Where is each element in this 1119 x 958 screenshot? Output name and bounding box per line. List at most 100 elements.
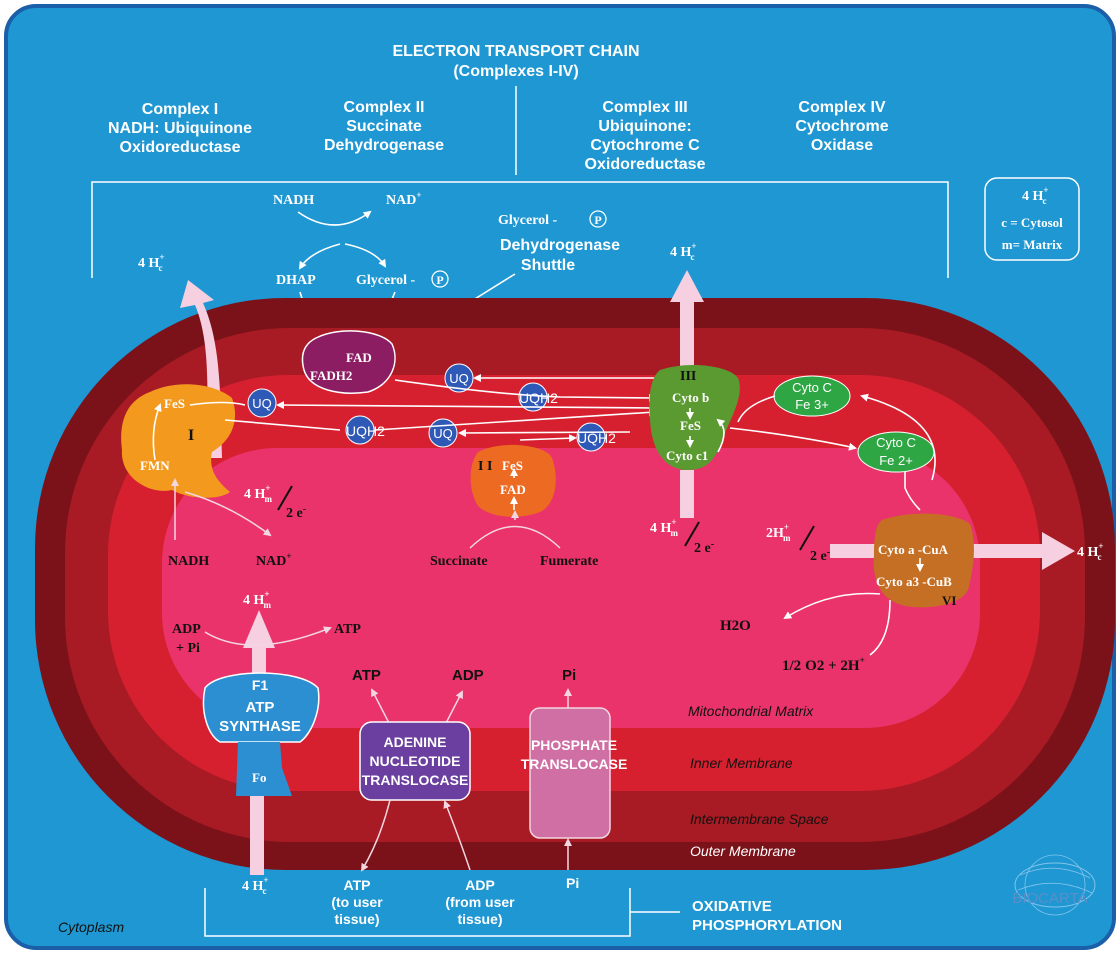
svg-text:Glycerol -: Glycerol - [356, 273, 416, 288]
succinate-label: Succinate [430, 554, 488, 569]
complex-iii-header: Complex III Ubiquinone: Cytochrome C Oxi… [585, 99, 706, 173]
atp-product-label: ATP [334, 622, 361, 637]
svg-text:(to user: (to user [331, 894, 383, 910]
svg-text:Cytochrome C: Cytochrome C [590, 137, 700, 154]
svg-text:Shuttle: Shuttle [521, 257, 575, 274]
pt-pi-label: Pi [562, 667, 576, 684]
svg-text:F1: F1 [252, 677, 269, 693]
svg-text:ADENINE: ADENINE [383, 734, 446, 750]
svg-text:Cyto a -CuA: Cyto a -CuA [878, 542, 949, 557]
svg-text:UQH2: UQH2 [346, 423, 385, 439]
svg-text:Ubiquinone:: Ubiquinone: [598, 118, 691, 135]
fumerate-label: Fumerate [540, 554, 598, 569]
ant-adp-in: ADP (from user tissue) [445, 877, 515, 927]
footer-line1: OXIDATIVE [692, 898, 772, 915]
legend-box: 4 H+c c = Cytosol m= Matrix [984, 177, 1080, 261]
svg-text:BIOCARTA: BIOCARTA [1012, 890, 1087, 907]
header-bracket [91, 181, 949, 278]
svg-text:Complex III: Complex III [602, 99, 687, 116]
ubiquinone-1[interactable]: UQ [247, 388, 277, 418]
svg-text:Cyto C: Cyto C [876, 435, 916, 450]
mitochondrial-matrix [162, 448, 980, 728]
svg-text:I: I [188, 427, 194, 444]
svg-text:NAD+: NAD+ [386, 190, 421, 208]
complex-iii[interactable]: III Cyto b FeS Cyto c1 [649, 364, 740, 470]
svg-text:VI: VI [942, 593, 956, 608]
svg-text:NAD+: NAD+ [256, 551, 291, 569]
svg-text:Fe 3+: Fe 3+ [795, 397, 829, 412]
cytochrome-c-reduced[interactable]: Cyto C Fe 2+ [857, 431, 935, 473]
svg-text:Oxidoreductase: Oxidoreductase [120, 139, 241, 156]
svg-text:UQ: UQ [449, 371, 469, 386]
svg-text:4 H+c: 4 H+c [138, 252, 165, 273]
svg-text:Cytochrome: Cytochrome [795, 118, 888, 135]
svg-text:FADH2: FADH2 [310, 368, 352, 383]
svg-text:UQ: UQ [252, 396, 272, 411]
svg-text:FMN: FMN [140, 458, 170, 473]
svg-text:ADP: ADP [465, 877, 495, 893]
ubiquinol-3[interactable]: UQH2 [576, 422, 616, 452]
svg-text:ATP: ATP [344, 877, 371, 893]
svg-text:4 H+c: 4 H+c [670, 241, 697, 262]
legend-cytosol: c = Cytosol [1001, 215, 1063, 230]
svg-text:Oxidase: Oxidase [811, 137, 873, 154]
svg-text:4 H+c: 4 H+c [1022, 185, 1049, 206]
complex-iv-header: Complex IV Cytochrome Oxidase [795, 99, 888, 154]
adenine-nucleotide-translocase[interactable]: ADENINE NUCLEOTIDE TRANSLOCASE [359, 721, 471, 801]
svg-text:UQH2: UQH2 [519, 390, 558, 406]
glycerol-phosphate-dehydrogenase[interactable]: FAD FADH2 [301, 330, 396, 394]
cytoplasm-label: Cytoplasm [58, 919, 124, 935]
svg-text:Fe 2+: Fe 2+ [879, 453, 913, 468]
complex-iii-proton-arrow-shaft [680, 300, 694, 366]
svg-text:Cyto a3 -CuB: Cyto a3 -CuB [876, 574, 952, 589]
svg-text:UQ: UQ [433, 426, 453, 441]
svg-text:Oxidoreductase: Oxidoreductase [585, 156, 706, 173]
intermembrane-label: Intermembrane Space [690, 811, 829, 827]
ubiquinone-3[interactable]: UQ [428, 418, 458, 448]
svg-text:NADH: Ubiquinone: NADH: Ubiquinone [108, 120, 252, 137]
svg-text:Glycerol -: Glycerol - [498, 213, 558, 228]
complex-i-header: Complex I NADH: Ubiquinone Oxidoreductas… [108, 101, 252, 156]
ubiquinol-1[interactable]: UQH2 [345, 415, 385, 445]
svg-text:Complex I: Complex I [142, 101, 218, 118]
atp-synthase-proton-arrow [250, 795, 264, 875]
atp-synthase[interactable]: F1 ATP SYNTHASE Fo [202, 672, 320, 796]
svg-text:4 H+c: 4 H+c [1077, 541, 1104, 562]
footer-line2: PHOSPHORYLATION [692, 917, 842, 934]
svg-text:FeS: FeS [502, 458, 523, 473]
svg-text:SYNTHASE: SYNTHASE [219, 718, 301, 735]
outer-membrane-label: Outer Membrane [690, 843, 796, 859]
subtitle: (Complexes I-IV) [453, 63, 578, 80]
svg-text:Dehydrogenase: Dehydrogenase [324, 137, 444, 154]
svg-text:ATP: ATP [246, 699, 275, 716]
svg-text:NADH: NADH [273, 193, 314, 208]
complex-ii[interactable]: I I FeS FAD [470, 444, 556, 517]
svg-text:Succinate: Succinate [346, 118, 422, 135]
cytochrome-c-oxidized[interactable]: Cyto C Fe 3+ [773, 375, 851, 417]
svg-text:TRANSLOCASE: TRANSLOCASE [521, 756, 628, 772]
svg-text:P: P [436, 273, 443, 287]
biocarta-logo: BIOCARTA [1012, 854, 1096, 916]
svg-text:tissue): tissue) [334, 911, 379, 927]
water-label: H2O [720, 618, 751, 634]
complex-iv-protons: 2H+m [766, 522, 791, 543]
ant-atp-out: ATP (to user tissue) [331, 877, 383, 927]
svg-text:4 H+c: 4 H+c [242, 875, 269, 896]
complex-iv[interactable]: Cyto a -CuA Cyto a3 -CuB VI [873, 513, 974, 608]
svg-text:UQH2: UQH2 [577, 430, 616, 446]
svg-text:Cyto c1: Cyto c1 [666, 448, 708, 463]
svg-text:Complex II: Complex II [344, 99, 425, 116]
svg-text:FAD: FAD [500, 482, 526, 497]
ubiquinone-2[interactable]: UQ [444, 363, 474, 393]
svg-text:Cyto C: Cyto C [792, 380, 832, 395]
svg-text:Complex IV: Complex IV [798, 99, 885, 116]
complex-i[interactable]: FeS I FMN [121, 384, 236, 498]
adp-label: ADP [172, 622, 201, 637]
svg-text:2 e-: 2 e- [810, 547, 830, 564]
svg-text:FAD: FAD [346, 350, 372, 365]
ubiquinol-2[interactable]: UQH2 [518, 382, 558, 412]
svg-text:FeS: FeS [164, 396, 185, 411]
svg-text:Dehydrogenase: Dehydrogenase [500, 237, 620, 254]
